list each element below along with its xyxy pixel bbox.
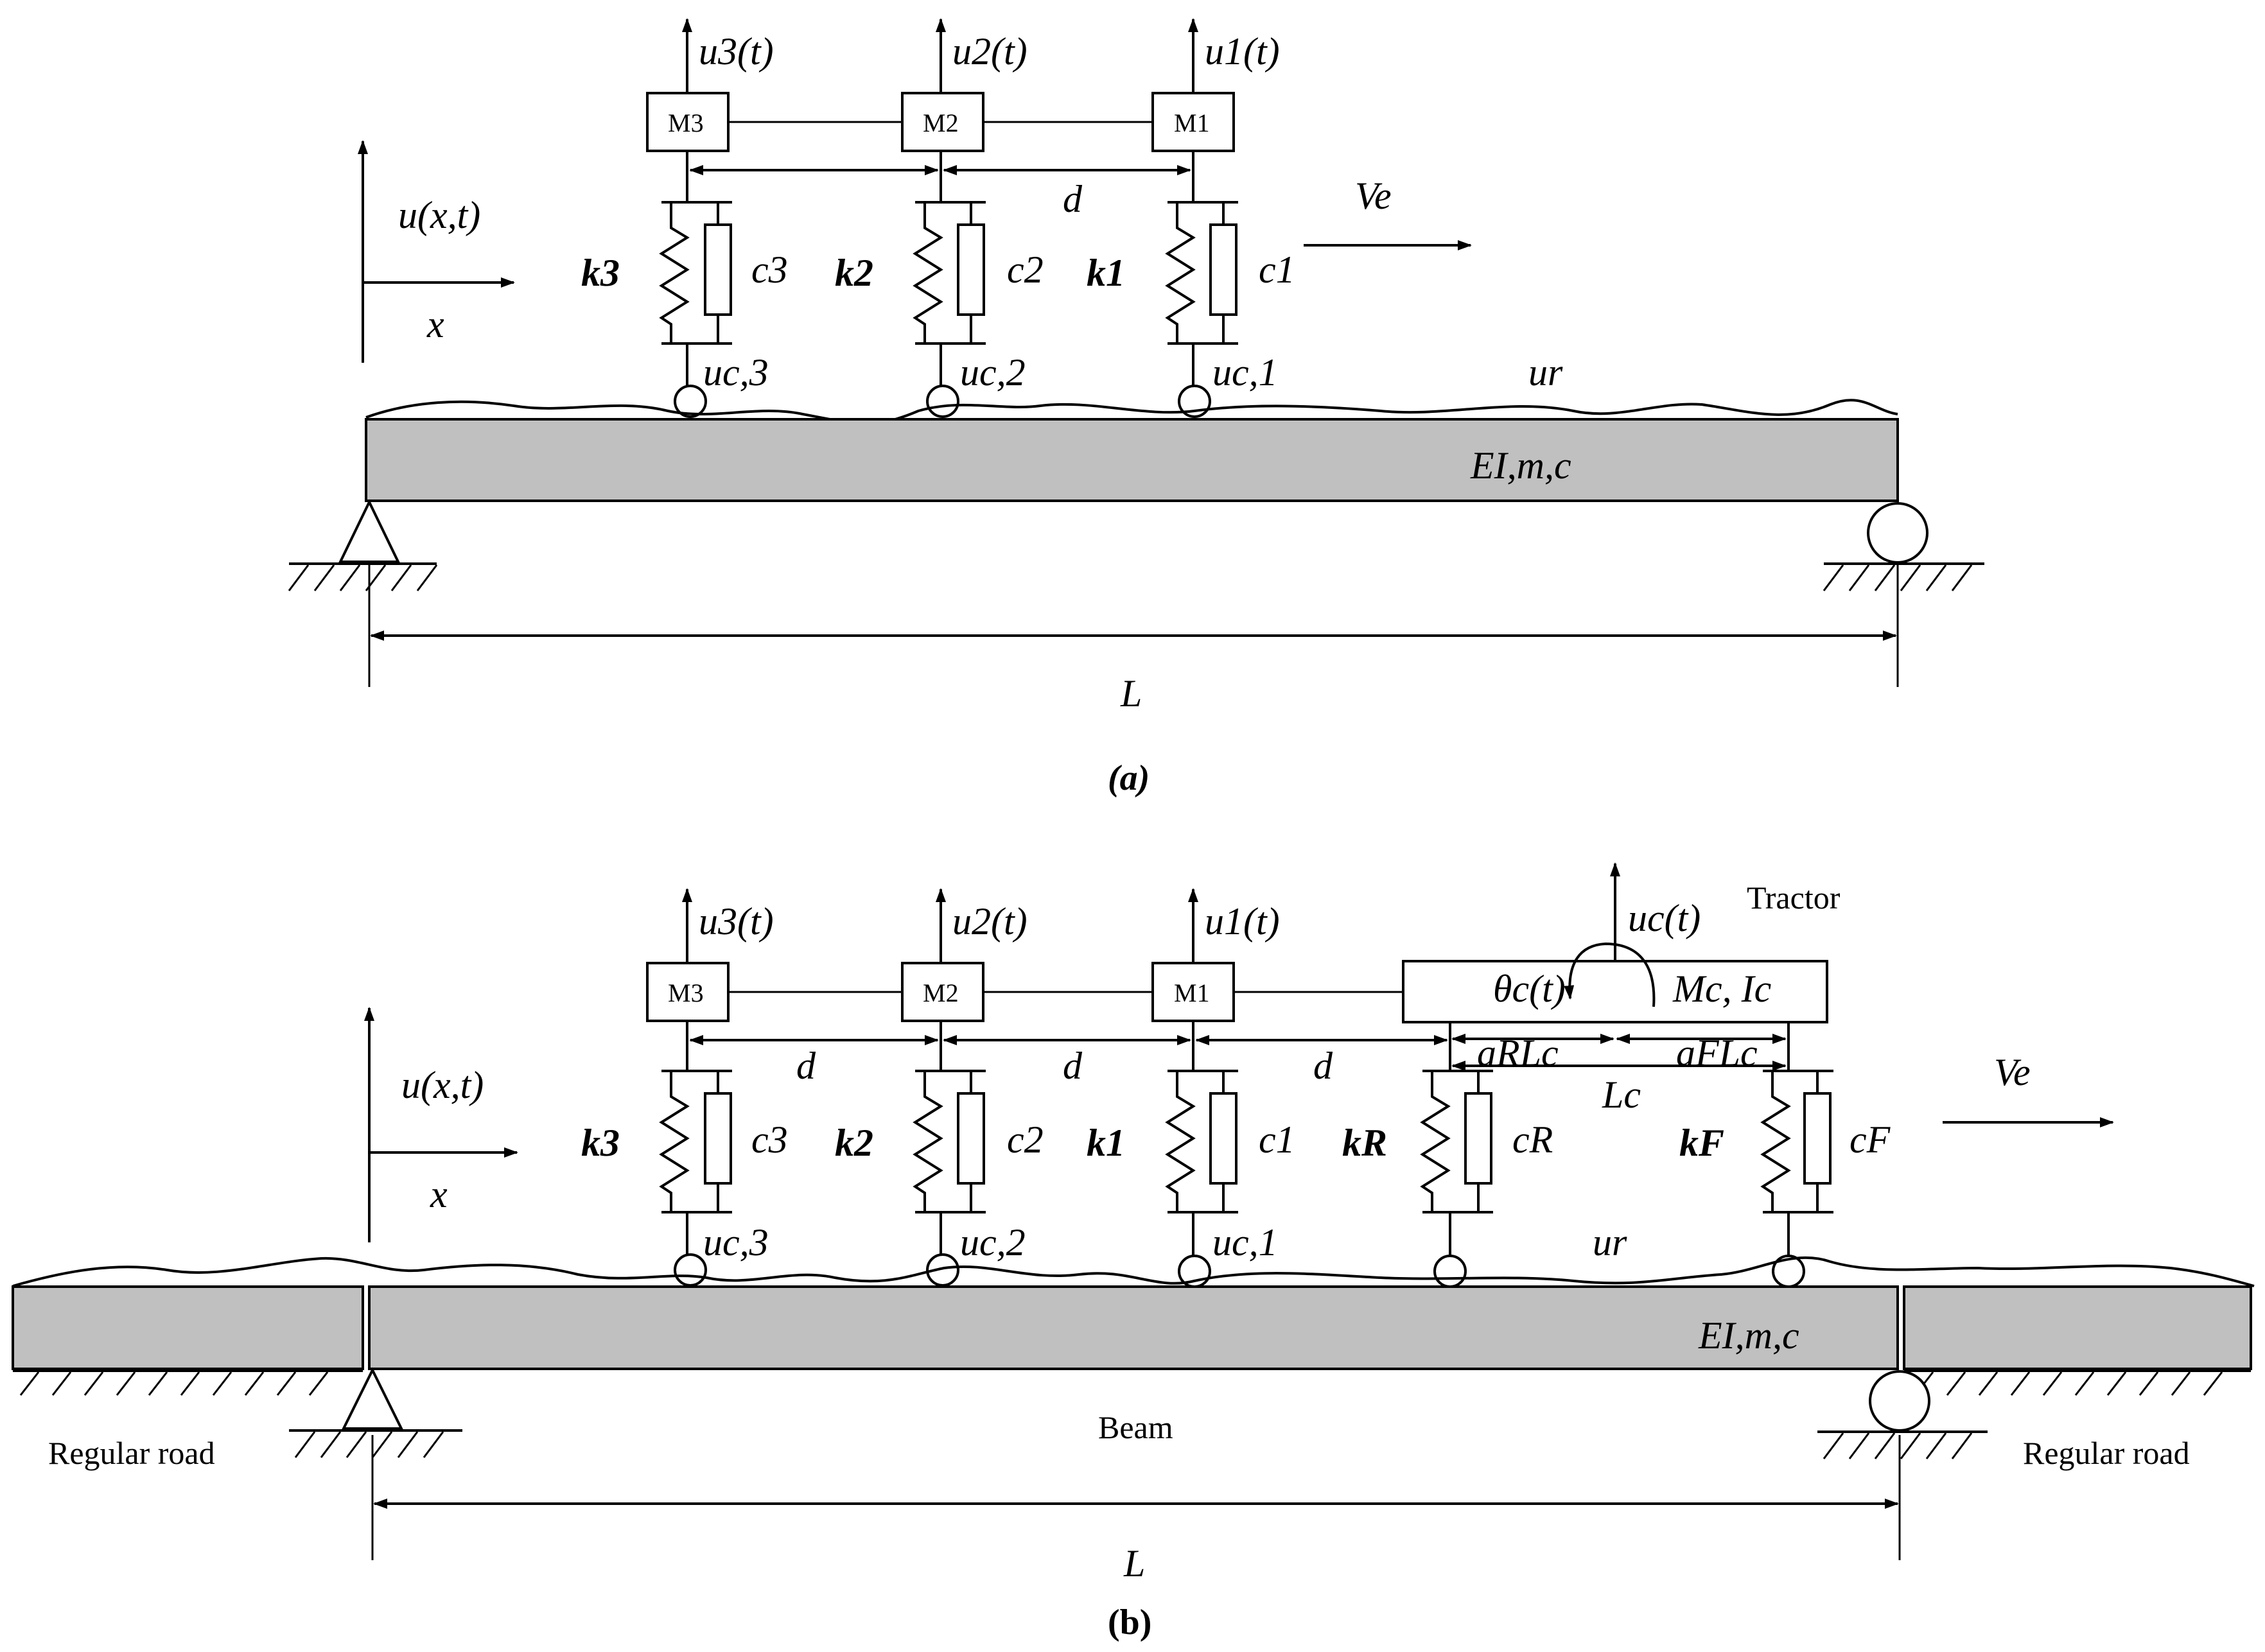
spring-label-front: kF <box>1679 1122 1724 1164</box>
contact-label: uc,1 <box>1212 1221 1278 1264</box>
velocity-arrow: Ve <box>1943 1051 2114 1127</box>
regular-road-left-label: Regular road <box>48 1435 215 1471</box>
regular-road-right-label: Regular road <box>2023 1435 2190 1471</box>
spacing-label: d <box>1063 178 1083 220</box>
contact-label: uc,2 <box>960 1221 1026 1264</box>
spring-label: k1 <box>1087 1122 1125 1164</box>
velocity-label: Ve <box>1994 1051 2031 1093</box>
velocity-label: Ve <box>1355 175 1392 217</box>
axis-label: x <box>430 1173 448 1215</box>
mass-unit-2: u2(t) M2 k2 c2 uc,2 <box>835 888 1044 1287</box>
mass-unit-2: u2(t) M2 k2 c2 uc,2 <box>835 18 1044 418</box>
damper-label-rear: cR <box>1512 1118 1553 1161</box>
mass-label: M1 <box>1174 109 1210 137</box>
damper-label: c2 <box>1007 1118 1044 1161</box>
tractor-length-label: Lc <box>1602 1074 1641 1116</box>
mass-unit-1: u1(t) M1 k1 c1 uc,1 <box>1087 18 1295 418</box>
pin-support <box>288 499 438 591</box>
panel-b: u(x,t) x u3(t) M3 k3 c3 uc,3 u2(t) <box>12 862 2255 1642</box>
tractor-rotation-label: θc(t) <box>1493 968 1566 1010</box>
contact-label: uc,3 <box>703 351 769 394</box>
mass-label: M3 <box>668 109 704 137</box>
spring-label-rear: kR <box>1342 1122 1387 1164</box>
mass-box <box>901 92 984 152</box>
spacing-label: d <box>1313 1045 1333 1087</box>
axis-label: x <box>426 303 444 345</box>
road-label: ur <box>1528 351 1563 394</box>
span-dimension: L <box>371 1435 1901 1585</box>
damper-label-front: cF <box>1850 1118 1891 1161</box>
displacement-label: u2(t) <box>952 900 1028 943</box>
beam <box>368 1285 1899 1370</box>
damper-label: c2 <box>1007 248 1044 291</box>
mass-label: M2 <box>923 978 959 1007</box>
road-profile <box>12 1256 2255 1287</box>
displacement-label: u1(t) <box>1205 30 1280 73</box>
tractor-displacement-label: uc(t) <box>1628 897 1701 939</box>
spring-label: k3 <box>581 1122 620 1164</box>
contact-label: uc,2 <box>960 351 1026 394</box>
displacement-label: u2(t) <box>952 30 1028 73</box>
panel-a-caption: (a) <box>1108 758 1150 798</box>
damper-label: c1 <box>1259 248 1295 291</box>
contact-label: uc,1 <box>1212 351 1278 394</box>
field-label: u(x,t) <box>401 1064 484 1106</box>
pin-support <box>289 1367 462 1458</box>
contact-label: uc,3 <box>703 1221 769 1264</box>
displacement-label: u3(t) <box>699 900 774 943</box>
spacing-label: d <box>1063 1045 1083 1087</box>
spacing-dimension: d <box>689 165 1191 220</box>
spring-label: k3 <box>581 252 620 294</box>
spring-label: k1 <box>1087 252 1125 294</box>
road-profile <box>365 399 1898 425</box>
spring-label: k2 <box>835 1122 873 1164</box>
beam-props-label: EI,m,c <box>1698 1314 1799 1357</box>
mass-unit-3: u3(t) M3 k3 c3 uc,3 <box>581 18 788 418</box>
damper-label: c1 <box>1259 1118 1295 1161</box>
displacement-label: u1(t) <box>1205 900 1280 943</box>
damper-label: c3 <box>751 248 788 291</box>
spring-label: k2 <box>835 252 873 294</box>
rotation-arrow <box>1564 942 1656 1007</box>
damper-label: c3 <box>751 1118 788 1161</box>
regular-road-right-slab <box>1903 1285 2252 1370</box>
velocity-arrow: Ve <box>1304 175 1472 250</box>
front-distance-label: aFLc <box>1676 1032 1758 1074</box>
field-label: u(x,t) <box>398 194 480 236</box>
panel-a: u(x,t) x u3(t) M3 k3 c3 uc,3 u2 <box>288 18 1984 798</box>
displacement-label: u3(t) <box>699 30 774 73</box>
beam <box>365 418 1899 502</box>
beam-props-label: EI,m,c <box>1470 444 1571 487</box>
span-dimension: L <box>368 565 1899 715</box>
beam-label: Beam <box>1098 1409 1173 1445</box>
tractor-props-label: Mc, Ic <box>1672 968 1771 1010</box>
span-label: L <box>1120 672 1142 715</box>
mass-box <box>646 92 730 152</box>
coordinate-axes: u(x,t) x <box>364 1007 518 1242</box>
mass-box <box>901 962 984 1022</box>
roller-support <box>1817 1370 1988 1459</box>
spacing-dimension: d d d <box>689 1035 1448 1087</box>
mass-unit-3: u3(t) M3 k3 c3 uc,3 <box>581 888 788 1287</box>
rear-distance-label: aRLc <box>1477 1032 1559 1074</box>
road-label: ur <box>1593 1221 1627 1264</box>
tractor-body <box>1402 960 1828 1023</box>
span-label: L <box>1123 1542 1145 1585</box>
roller-support <box>1823 502 1984 591</box>
mass-label: M1 <box>1174 978 1210 1007</box>
spacing-label: d <box>796 1045 816 1087</box>
tractor-title: Tractor <box>1747 880 1841 916</box>
panel-b-caption: (b) <box>1108 1603 1151 1642</box>
mass-unit-1: u1(t) M1 k1 c1 uc,1 <box>1087 888 1295 1288</box>
coordinate-axes: u(x,t) x <box>358 140 515 363</box>
tractor-unit: Tractor uc(t) θc(t) Mc, Ic kR cR <box>1342 862 1891 1288</box>
regular-road-left-slab <box>12 1285 364 1370</box>
mass-label: M3 <box>668 978 704 1007</box>
mass-label: M2 <box>923 109 959 137</box>
